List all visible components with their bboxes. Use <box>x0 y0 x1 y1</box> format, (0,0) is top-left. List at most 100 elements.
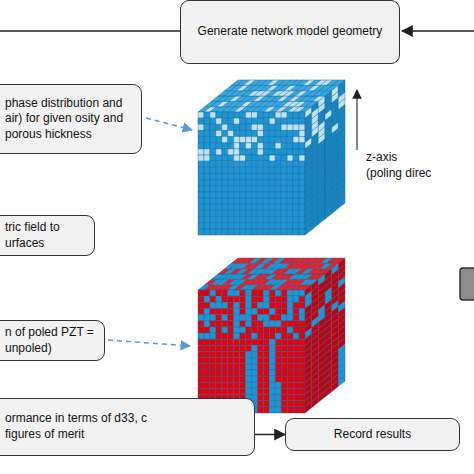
voxel <box>293 376 299 382</box>
voxel <box>269 364 275 370</box>
voxel <box>246 308 252 314</box>
voxel <box>299 407 305 413</box>
voxel <box>269 352 275 358</box>
voxel <box>210 358 216 364</box>
voxel <box>269 370 275 376</box>
voxel <box>234 376 240 382</box>
cropped-process-box: ormance in terms of d33, c figures of me… <box>0 398 255 456</box>
voxel <box>293 327 299 333</box>
voxel <box>281 223 287 229</box>
voxel <box>204 167 210 173</box>
voxel <box>263 124 269 130</box>
voxel <box>246 302 252 308</box>
voxel <box>222 174 228 180</box>
voxel <box>204 161 210 167</box>
voxel <box>198 161 204 167</box>
voxel <box>257 339 263 345</box>
voxel <box>269 376 275 382</box>
voxel <box>216 167 222 173</box>
voxel <box>281 186 287 192</box>
voxel <box>269 198 275 204</box>
voxel <box>287 358 293 364</box>
voxel <box>228 376 234 382</box>
cube-models <box>198 80 345 413</box>
voxel <box>257 364 263 370</box>
voxel <box>281 315 287 321</box>
voxel <box>240 358 246 364</box>
voxel <box>275 204 281 210</box>
voxel <box>216 308 222 314</box>
voxel <box>287 130 293 136</box>
voxel <box>246 217 252 223</box>
voxel <box>228 296 234 302</box>
voxel <box>293 333 299 339</box>
voxel <box>222 180 228 186</box>
voxel <box>257 352 263 358</box>
voxel <box>252 217 258 223</box>
voxel <box>287 186 293 192</box>
voxel <box>240 388 246 394</box>
voxel <box>246 321 252 327</box>
voxel <box>287 333 293 339</box>
voxel <box>257 382 263 388</box>
voxel <box>234 161 240 167</box>
voxel <box>216 290 222 296</box>
voxel <box>246 210 252 216</box>
voxel <box>257 149 263 155</box>
voxel <box>287 217 293 223</box>
voxel <box>263 376 269 382</box>
voxel <box>281 204 287 210</box>
voxel <box>228 118 234 124</box>
voxel <box>263 321 269 327</box>
voxel <box>204 223 210 229</box>
voxel <box>246 376 252 382</box>
voxel <box>275 137 281 143</box>
voxel <box>246 180 252 186</box>
voxel <box>299 204 305 210</box>
voxel <box>198 118 204 124</box>
box-text: tric field to urfaces <box>5 220 86 251</box>
voxel <box>252 352 258 358</box>
voxel <box>293 124 299 130</box>
voxel <box>269 210 275 216</box>
voxel <box>299 180 305 186</box>
voxel <box>312 396 319 407</box>
voxel <box>228 112 234 118</box>
voxel <box>234 118 240 124</box>
voxel <box>204 315 210 321</box>
voxel <box>234 327 240 333</box>
voxel <box>293 161 299 167</box>
voxel <box>281 118 287 124</box>
voxel <box>305 402 312 413</box>
flow-line <box>402 30 474 32</box>
voxel <box>198 376 204 382</box>
voxel <box>252 180 258 186</box>
voxel <box>293 149 299 155</box>
voxel <box>246 167 252 173</box>
voxel <box>257 321 263 327</box>
voxel <box>216 124 222 130</box>
voxel <box>240 161 246 167</box>
voxel <box>204 333 210 339</box>
voxel <box>234 296 240 302</box>
voxel <box>257 118 263 124</box>
voxel <box>198 192 204 198</box>
voxel <box>204 370 210 376</box>
voxel <box>281 333 287 339</box>
voxel <box>246 223 252 229</box>
process-box: Record results <box>285 418 460 451</box>
voxel <box>198 155 204 161</box>
voxel <box>275 174 281 180</box>
voxel <box>299 345 305 351</box>
voxel <box>281 364 287 370</box>
voxel <box>293 308 299 314</box>
voxel <box>198 186 204 192</box>
voxel <box>198 210 204 216</box>
voxel <box>252 223 258 229</box>
voxel <box>252 345 258 351</box>
voxel <box>234 143 240 149</box>
voxel <box>222 229 228 235</box>
voxel <box>210 137 216 143</box>
voxel <box>204 376 210 382</box>
voxel <box>263 174 269 180</box>
